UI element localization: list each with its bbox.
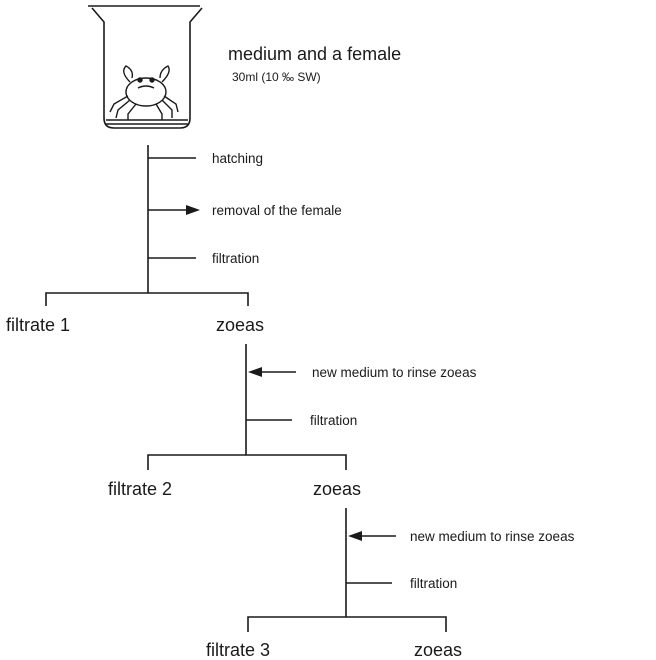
hatching-label: hatching (212, 151, 263, 166)
filtration-label-3: filtration (410, 576, 457, 591)
medium-volume: 30ml (10 ‰ SW) (232, 70, 321, 84)
arrow-left-icon (248, 367, 296, 377)
zoeas-1-label: zoeas (216, 315, 264, 335)
filtration-label-1: filtration (212, 251, 259, 266)
rinse-label-2: new medium to rinse zoeas (312, 365, 477, 380)
removal-label: removal of the female (212, 203, 342, 218)
rinse-label-3: new medium to rinse zoeas (410, 529, 575, 544)
filtrate-2-label: filtrate 2 (108, 479, 172, 499)
medium-title: medium and a female (228, 44, 401, 64)
split-bracket-2 (147, 454, 347, 470)
arrow-left-icon (348, 531, 396, 541)
filtration-label-2: filtration (310, 413, 357, 428)
filtrate-3-label: filtrate 3 (206, 640, 270, 660)
split-bracket-1 (45, 292, 249, 306)
crab-icon (109, 65, 179, 120)
zoeas-3-label: zoeas (414, 640, 462, 660)
arrow-right-icon (148, 205, 200, 215)
split-bracket-3 (247, 616, 447, 632)
beaker-icon (88, 5, 203, 129)
filtrate-1-label: filtrate 1 (6, 315, 70, 335)
zoeas-2-label: zoeas (313, 479, 361, 499)
